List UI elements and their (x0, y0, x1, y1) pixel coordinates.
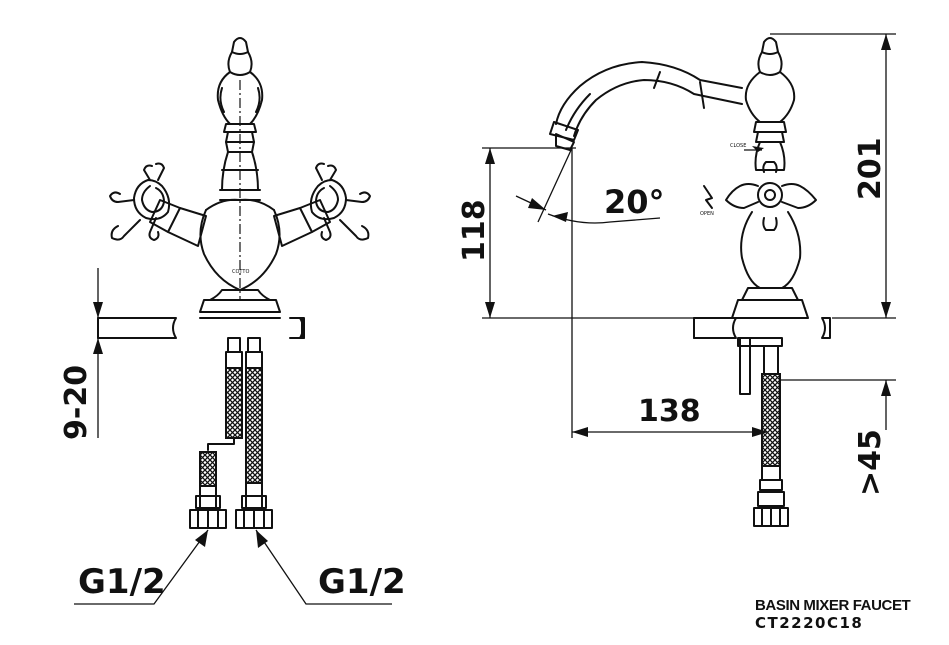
spout-reach-label: 138 (638, 394, 701, 429)
open-label: OPEN (700, 211, 714, 217)
height-label: 201 (853, 137, 888, 200)
spout-height-label: 118 (457, 199, 492, 262)
brand-mark: COTTO (232, 269, 249, 275)
close-label: CLOSE (730, 143, 746, 149)
spout-angle-label: 20° (604, 183, 665, 221)
right-connection-label: G1/2 (318, 562, 406, 602)
hose-length-label: >45 (853, 429, 888, 496)
product-name: BASIN MIXER FAUCET (755, 597, 911, 614)
left-connection-label: G1/2 (78, 562, 166, 602)
front-view: COTTO 9-20 (59, 37, 406, 605)
deck-thickness-label: 9-20 (59, 365, 94, 440)
title-block: BASIN MIXER FAUCET CT2220C18 (755, 597, 949, 632)
side-view: CLOSE OPEN 201 118 (457, 33, 896, 527)
model-number: CT2220C18 (755, 614, 864, 632)
